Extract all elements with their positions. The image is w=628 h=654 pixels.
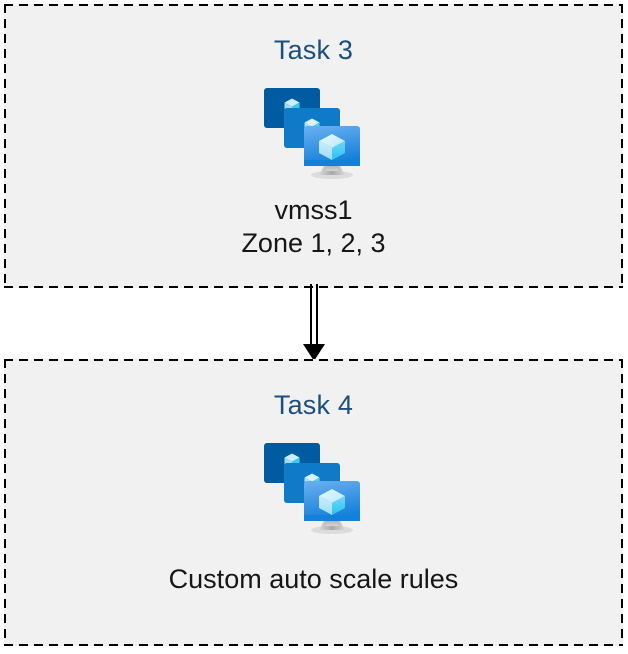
task-3-caption-line-1: vmss1	[274, 195, 353, 225]
task-3-title: Task 3	[273, 35, 354, 65]
task-3-caption-line-2: Zone 1, 2, 3	[241, 228, 386, 258]
task-box-task-3: Task 3	[4, 4, 623, 288]
task-3-content: Task 3	[4, 4, 623, 288]
task-4-title: Task 4	[273, 390, 354, 420]
task3-to-task4-arrow-icon	[303, 284, 325, 361]
task-box-task-4: Task 4	[4, 359, 623, 646]
virtual-machine-scale-set-icon	[263, 443, 360, 534]
monitor-front-icon	[303, 481, 360, 521]
task-4-content: Task 4	[4, 359, 623, 646]
monitor-front-icon	[303, 126, 360, 166]
task-4-caption: Custom auto scale rules	[169, 563, 459, 596]
task-3-caption: vmss1 Zone 1, 2, 3	[241, 194, 385, 260]
virtual-machine-scale-set-icon	[263, 88, 360, 179]
task-4-caption-line-1: Custom auto scale rules	[168, 564, 459, 594]
